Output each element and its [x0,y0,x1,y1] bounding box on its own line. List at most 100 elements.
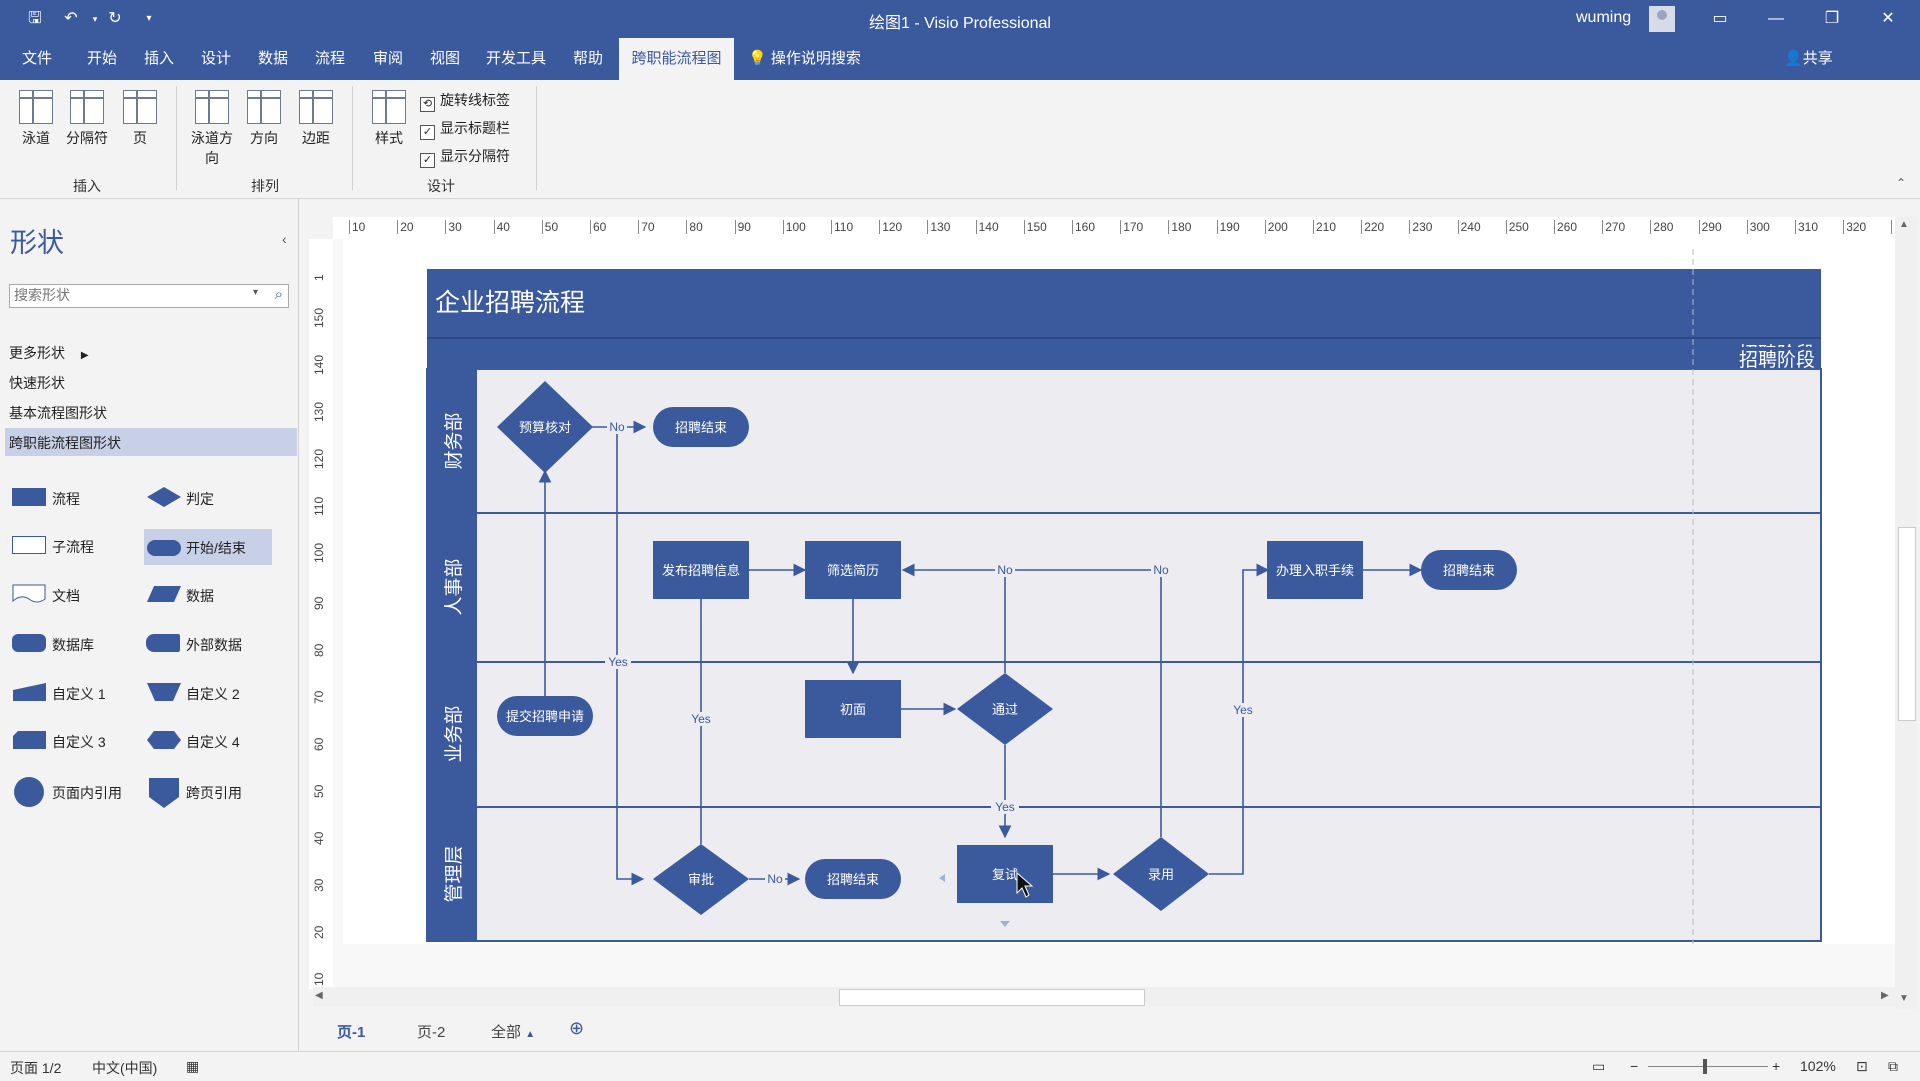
stencil-database[interactable]: 数据库 [12,632,132,658]
undo-dropdown-icon[interactable]: ▾ [92,14,98,24]
process-second-interview[interactable]: 复试 [957,845,1053,903]
tell-me-search[interactable]: 💡 操作说明搜索 [748,38,861,80]
switch-windows-icon[interactable]: ⧉ [1888,1058,1898,1074]
process-first-interview[interactable]: 初面 [805,680,901,738]
phase-bar[interactable] [427,347,1821,369]
zoom-in-icon[interactable]: + [1772,1058,1781,1074]
presentation-mode-icon[interactable]: ▭ [1592,1058,1606,1074]
customize-quick-access-icon[interactable]: ▾ [146,13,152,24]
basic-flowchart-item[interactable]: 基本流程图形状 [9,405,107,421]
search-icon[interactable]: ⌕ [274,286,283,303]
tab-insert[interactable]: 插入 [143,50,174,67]
tab-home[interactable]: 开始 [86,50,117,67]
share-button[interactable]: 👤共享 [1784,38,1833,80]
decision-pass[interactable]: 通过 [957,673,1053,745]
redo-icon[interactable]: ↻ [108,10,122,27]
tab-help[interactable]: 帮助 [572,50,603,67]
lane-label-hr[interactable]: 人事部 [443,558,465,615]
vertical-scroll-thumb[interactable] [1898,527,1916,721]
vertical-scrollbar[interactable]: ▲ ▼ [1895,217,1917,1009]
cross-functional-item[interactable]: 跨职能流程图形状 [9,435,121,451]
stencil-terminator[interactable]: 开始/结束 [144,529,272,565]
tab-process[interactable]: 流程 [314,50,345,67]
more-shapes-menu[interactable]: 更多形状 ▶ [9,343,89,363]
collapse-pane-icon[interactable]: ‹ [282,231,287,247]
show-separators-checkbox[interactable]: ✓显示分隔符 [420,146,510,168]
margins-button[interactable]: 边距 [296,90,336,148]
zoom-out-icon[interactable]: − [1630,1058,1639,1074]
stencil-off-page-reference[interactable]: 跨页引用 [146,777,266,808]
zoom-slider-track[interactable] [1648,1066,1768,1067]
terminator-end-2[interactable]: 招聘结束 [1421,550,1517,590]
restore-icon[interactable]: ❐ [1824,10,1840,27]
cross-functional-flowchart[interactable]: 企业招聘流程 招聘阶段 招聘阶段 财务部 人事部 业务部 管理层 [343,239,1883,944]
style-button[interactable]: 样式 [368,90,410,148]
stencil-process[interactable]: 流程 [12,486,132,512]
tab-data[interactable]: 数据 [257,50,288,67]
terminator-end-1[interactable]: 招聘结束 [653,407,749,447]
drawing-window[interactable]: 企业招聘流程 招聘阶段 招聘阶段 财务部 人事部 业务部 管理层 [333,239,1896,989]
fit-page-icon[interactable]: ⊡ [1856,1058,1868,1074]
collapse-ribbon-icon[interactable]: ⌃ [1896,176,1907,190]
decision-budget-check[interactable]: 预算核对 [497,381,593,473]
terminator-end-3[interactable]: 招聘结束 [805,859,901,899]
macro-record-icon[interactable]: ▦ [186,1058,200,1074]
stencil-decision[interactable]: 判定 [146,486,266,512]
page-indicator[interactable]: 页面 1/2 [10,1060,62,1076]
separator-button[interactable]: 分隔符 [64,90,110,148]
lane-label-management[interactable]: 管理层 [443,845,465,902]
horizontal-scrollbar[interactable]: ◀ ▶ [313,987,1895,1007]
lane-direction-button[interactable]: 泳道方向 [186,90,238,168]
tab-file[interactable]: 文件 [21,50,52,67]
language-indicator[interactable]: 中文(中国) [92,1060,158,1076]
zoom-level[interactable]: 102% [1800,1058,1836,1074]
connector[interactable] [616,427,645,886]
undo-icon[interactable]: ↶ [64,10,78,27]
stencil-on-page-reference[interactable]: 页面内引用 [12,777,142,807]
user-name[interactable]: wuming [1576,9,1632,26]
search-shapes-field[interactable]: ▾ ⌕ [9,284,289,308]
page-tab-1[interactable]: 页-1 [337,1024,366,1041]
show-title-bar-checkbox[interactable]: ✓显示标题栏 [420,118,510,140]
quick-connect-arrow-down-icon[interactable] [1000,921,1010,927]
stencil-custom1[interactable]: 自定义 1 [12,681,132,707]
drawing-page[interactable]: 企业招聘流程 招聘阶段 招聘阶段 财务部 人事部 业务部 管理层 [343,239,1896,944]
page-tab-2[interactable]: 页-2 [417,1024,446,1041]
quick-shapes-item[interactable]: 快速形状 [9,375,65,391]
stencil-custom4[interactable]: 自定义 4 [146,729,266,755]
quick-connect-arrow-left-icon[interactable] [939,874,945,882]
scroll-down-icon[interactable]: ▼ [1899,993,1909,1004]
stencil-data[interactable]: 数据 [146,583,266,609]
connector[interactable] [1209,563,1270,875]
rotate-labels-button[interactable]: ⟲旋转线标签 [420,90,510,112]
close-icon[interactable]: ✕ [1881,10,1895,27]
tab-view[interactable]: 视图 [429,50,460,67]
zoom-slider-thumb[interactable] [1703,1059,1707,1074]
tab-developer[interactable]: 开发工具 [485,50,546,67]
avatar[interactable] [1649,6,1675,32]
chevron-down-icon[interactable]: ▾ [252,287,258,298]
swimlane-button[interactable]: 泳道 [16,90,56,148]
horizontal-scroll-thumb[interactable] [839,989,1145,1006]
save-icon[interactable]: 🖫 [28,10,42,27]
ribbon-display-options-icon[interactable]: ▭ [1712,10,1728,27]
scroll-up-icon[interactable]: ▲ [1899,219,1909,230]
page-button[interactable]: 页 [122,90,158,148]
process-screen-resumes[interactable]: 筛选简历 [805,541,901,599]
tab-cross-functional-flowchart[interactable]: 跨职能流程图 [619,38,734,80]
search-input[interactable] [10,285,248,305]
add-page-icon[interactable]: ⊕ [569,1018,585,1038]
stencil-custom2[interactable]: 自定义 2 [146,681,266,707]
process-publish-job[interactable]: 发布招聘信息 [653,541,749,599]
scroll-left-icon[interactable]: ◀ [315,990,323,1001]
all-pages-tab[interactable]: 全部 ▲ [491,1021,535,1042]
process-onboarding[interactable]: 办理入职手续 [1267,541,1363,599]
lane-label-finance[interactable]: 财务部 [443,412,465,469]
direction-button[interactable]: 方向 [244,90,284,148]
tab-review[interactable]: 审阅 [372,50,403,67]
stencil-custom3[interactable]: 自定义 3 [12,729,132,755]
diagram-title-bar[interactable] [427,269,1821,347]
stencil-document[interactable]: 文档 [12,583,132,609]
tab-design[interactable]: 设计 [200,50,231,67]
minimize-icon[interactable]: — [1768,10,1784,27]
